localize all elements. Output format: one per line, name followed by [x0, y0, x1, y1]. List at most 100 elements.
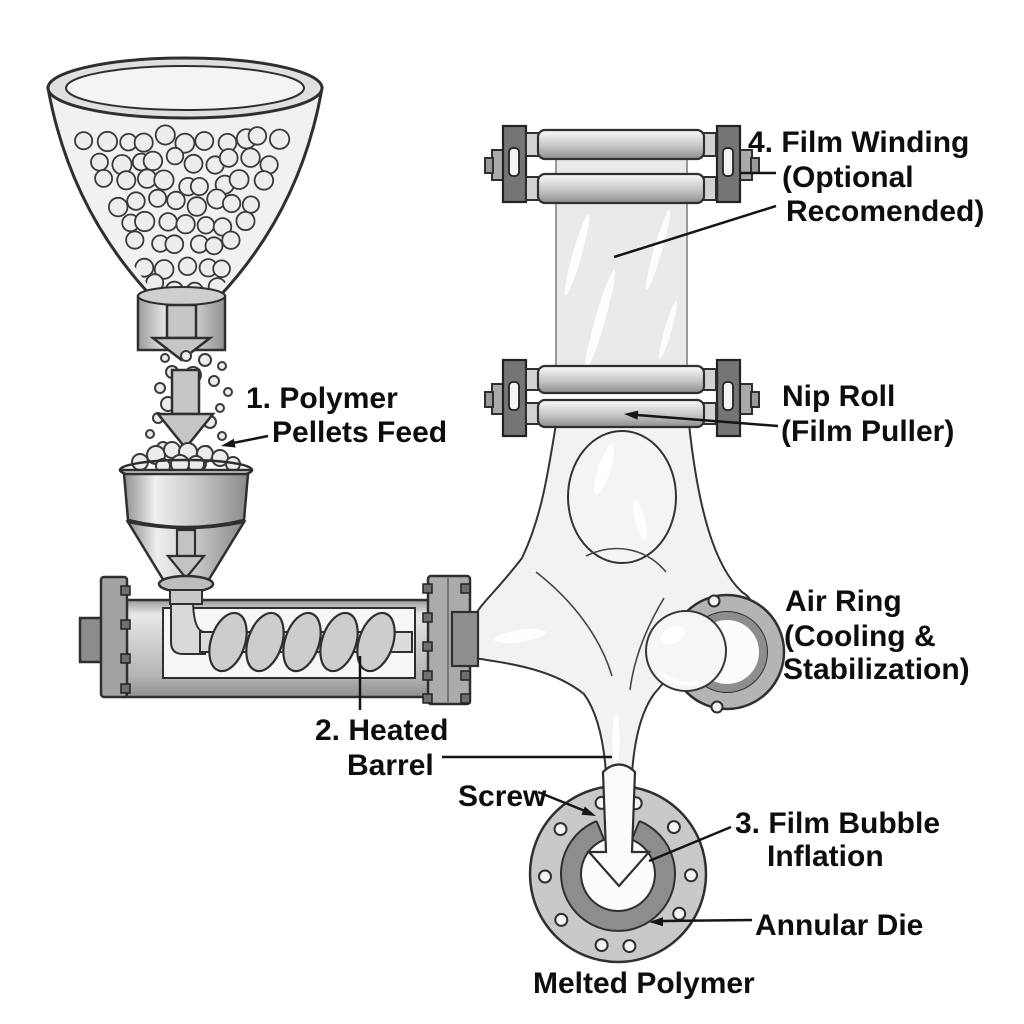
bubble-top [567, 430, 677, 564]
label-annular-die: Annular Die [755, 909, 923, 942]
sphere-highlight [660, 625, 686, 645]
arrowhead [649, 917, 663, 927]
nip-rollers [484, 358, 760, 438]
neck-highlight [612, 714, 620, 766]
label-nip-roll: Nip Roll [782, 380, 895, 413]
pellet-hopper [46, 56, 324, 362]
pellet [218, 148, 239, 168]
feed-hopper [118, 441, 254, 605]
left-flange [99, 575, 129, 699]
wrinkle-line [535, 571, 613, 677]
label-polymer-feed: Pellets Feed [272, 416, 447, 449]
arrowhead [581, 806, 596, 816]
leader-film-bubble [648, 825, 732, 863]
label-film-winding: 4. Film Winding [748, 126, 969, 159]
pellet [154, 124, 176, 146]
pellet [148, 188, 168, 208]
leader-polymer-feed [232, 434, 269, 445]
pellet [74, 131, 94, 151]
film-bubble-shape [473, 423, 754, 795]
pellet [153, 169, 175, 191]
label-heated-barrel: 2. Heated [315, 714, 448, 747]
die-ring-edge [595, 820, 606, 841]
label-air-ring: Stabilization) [783, 653, 970, 686]
hopper-neck-top [137, 286, 226, 306]
nip-roller [536, 364, 706, 395]
flow-down-arrow-icon [155, 368, 216, 450]
pellet [241, 195, 260, 214]
flow-down-arrow-icon [165, 528, 207, 580]
pellet [126, 191, 146, 211]
wrinkle-line [629, 597, 665, 691]
melt-outlet-block [450, 610, 480, 668]
film-highlight [584, 269, 616, 371]
pellet [235, 210, 256, 231]
film-highlight [659, 301, 677, 359]
left-flange-bolts [120, 585, 131, 694]
leader-annular-die [661, 918, 753, 923]
feed-hopper-rim-back [118, 458, 254, 471]
feed-hopper-pellets [131, 441, 241, 474]
pellet [183, 153, 204, 174]
bracket-tab [750, 157, 760, 174]
labels: 1. Polymer Pellets Feed 4. Film Winding … [246, 126, 984, 1000]
hopper-pellets [74, 124, 291, 296]
nip-roller [536, 398, 706, 429]
pellet [240, 147, 261, 168]
feed-hopper-stem [169, 589, 203, 605]
feed-hopper-bowl [122, 472, 250, 529]
leader-lines [221, 171, 779, 927]
pellet [133, 132, 154, 153]
label-screw: Screw [458, 780, 547, 813]
bubble-sphere [645, 610, 727, 692]
pellet [196, 216, 216, 235]
label-film-bubble: 3. Film Bubble [735, 807, 940, 840]
hopper-rim-inner [65, 65, 305, 111]
wrinkle-line [585, 547, 667, 573]
pellet [142, 150, 164, 172]
label-air-ring: Air Ring [785, 585, 902, 618]
pellet [268, 128, 291, 150]
melt-stream-arrow-icon [586, 763, 652, 888]
die-ring-outline [560, 820, 676, 932]
pellet [158, 212, 178, 232]
label-film-winding: (Optional [782, 161, 914, 194]
pellet [194, 131, 215, 151]
pellet [221, 230, 241, 250]
pellet [107, 196, 129, 218]
air-ring [645, 593, 786, 714]
pellet [90, 152, 109, 172]
label-film-winding: Recomended) [786, 195, 984, 228]
arrowhead [221, 438, 236, 448]
die-ring [560, 820, 676, 932]
pellet [247, 126, 268, 146]
bracket-tab [484, 157, 494, 174]
bracket-slot [508, 381, 520, 411]
air-ring-bolt [707, 594, 721, 608]
bracket-tab [484, 391, 494, 408]
pellet [253, 170, 275, 191]
pellet [212, 259, 231, 279]
annular-die [528, 763, 708, 964]
pellet [153, 259, 175, 280]
label-melted-polymer: Melted Polymer [533, 967, 755, 1000]
pellet [165, 146, 185, 166]
pellet [164, 234, 185, 255]
air-ring-bolt [710, 700, 724, 714]
pellet [166, 190, 186, 211]
pellet [125, 230, 145, 250]
pellet [174, 132, 196, 154]
winding-rollers [484, 124, 760, 205]
bracket-slot [508, 147, 520, 177]
die-bolts [538, 795, 698, 954]
bracket-slot [722, 147, 734, 177]
pellet [177, 256, 198, 277]
die-ring-outline [580, 838, 656, 912]
feed-pipe-elbow [170, 597, 206, 655]
pellet [116, 170, 137, 191]
winding-roller [536, 128, 706, 161]
extruder-barrel [78, 574, 480, 706]
label-heated-barrel: Barrel [347, 749, 434, 782]
pellet [175, 214, 196, 235]
